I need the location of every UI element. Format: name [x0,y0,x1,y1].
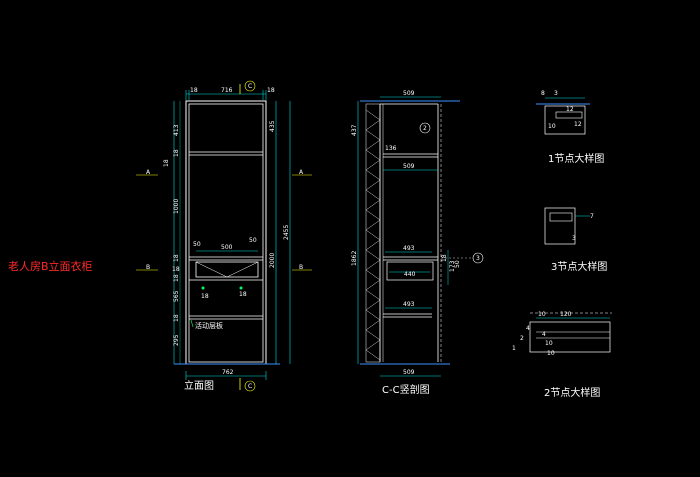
axis-a-left-label: A [146,169,151,176]
section-c-top-circle [244,80,256,92]
sec-dim-right-50: 50 [454,260,461,268]
dim-drawer-width: 500 [221,244,233,251]
sec-dim-left-437: 437 [351,124,358,136]
dim-drawer-18c: 18 [172,266,180,273]
section-drawer [386,261,434,281]
d2-dim-120: 120 [560,311,572,318]
d1-dim-10: 10 [548,123,556,130]
drawer-diag-1 [195,261,228,278]
d2-dim-10c: 10 [547,350,555,357]
dim-drawer-18a: 18 [201,293,209,300]
detail-2-caption: 2节点大样图 [544,386,600,399]
dim-left-295: 295 [173,334,180,346]
dim-left-1000: 1000 [173,199,180,214]
dim-left-18c: 18 [173,274,180,282]
axis-b-left-label: B [146,264,150,271]
d3-dim-7: 7 [590,213,594,220]
dim-right-2000: 2000 [269,253,276,268]
dim-left-18b: 18 [173,254,180,262]
sec-dim-440: 440 [404,271,416,278]
elevation-view: 18 716 18 762 413 18 1000 18 565 295 18 … [136,80,312,392]
sec-dim-mid-509: 509 [403,163,415,170]
d3-box [544,207,576,245]
wall-hatch-pattern [365,109,381,361]
dim-left-18d: 18 [173,314,180,322]
drawer-leader-dot-1 [201,286,205,290]
sec-dim-bottom-509: 509 [403,369,415,376]
sec-dim-136: 136 [385,145,397,152]
dim-right-2455: 2455 [283,225,290,240]
detail-1-caption: 1节点大样图 [548,152,604,165]
d2-frame [529,321,611,353]
detail-3-caption: 3节点大样图 [551,260,607,273]
shelf-note-leader [190,319,194,328]
section-caption: C-C竖剖图 [382,383,430,396]
detail-ref-2-circle [419,122,431,134]
dim-side-thk-top: 18 [190,87,198,94]
d1-inner [555,111,583,119]
d1-dim-3: 3 [554,90,558,97]
sec-dim-493a: 493 [403,245,415,252]
drawer-diag-2 [226,261,259,278]
dim-right-435: 435 [269,120,276,132]
d1-box [544,105,586,135]
dim-left-18e: 18 [163,159,170,167]
detail-ref-3-circle [472,252,484,264]
d2-dim-10a: 10 [538,311,546,318]
sec-dim-right-18: 18 [441,254,448,262]
wall-hatch-area [365,103,381,363]
d2-dim-4a: 4 [526,325,530,332]
dim-width-inner: 716 [221,87,233,94]
dim-drawer-18b: 18 [239,291,247,298]
drawer-front [195,261,259,278]
dim-width-total: 762 [222,369,234,376]
elevation-caption: 立面图 [184,379,214,392]
drawing-title: 老人房B立面衣柜 [8,260,93,273]
dim-drawer-50: 50 [193,241,201,248]
d2-dim-10b: 10 [545,340,553,347]
detail-1: 8 3 12 10 12 [536,90,590,135]
dim-side-thk-top-r: 18 [267,87,275,94]
d1-dim-8: 8 [541,90,545,97]
d3-panel [549,212,573,222]
axis-b-right-label: B [299,264,303,271]
sec-dim-left-1862: 1862 [351,251,358,266]
dim-left-565: 565 [173,290,180,302]
axis-a-right-label: A [299,169,304,176]
d1-dim-12b: 12 [574,121,582,128]
d1-dim-12a: 12 [566,106,574,113]
cabinet-inner-frame [188,103,264,363]
dim-drawer-50b: 50 [249,237,257,244]
detail-3: 7 3 [544,207,594,245]
d3-dim-3: 3 [572,235,576,242]
section-c-top-label: C [248,83,252,90]
section-view: 509 509 509 437 1862 136 493 440 493 18 … [351,90,484,377]
d2-dim-2: 2 [520,335,524,342]
d2-dim-1: 1 [512,345,516,352]
adjustable-shelf-note: 活动层板 [195,321,223,330]
drawer-leader-dot-2 [239,286,243,290]
d2-dim-4b: 4 [542,331,546,338]
section-c-bottom-label: C [248,383,252,390]
sec-dim-top-509: 509 [403,90,415,97]
detail-ref-2-label: 2 [423,125,427,132]
detail-2: 10 120 4 10 4 10 2 1 [512,311,612,357]
dim-left-18a: 18 [173,149,180,157]
detail-ref-3-label: 3 [476,255,480,262]
section-c-bottom-circle [244,380,256,392]
sec-dim-right-173: 173 [449,260,456,272]
sec-dim-493b: 493 [403,301,415,308]
dim-left-413: 413 [173,124,180,136]
